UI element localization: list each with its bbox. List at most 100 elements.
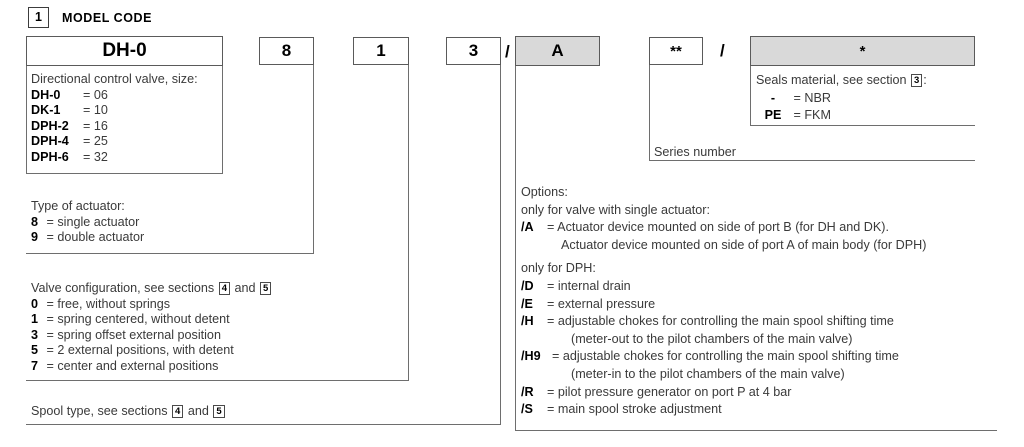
valve-size-key-2: DPH-2: [31, 118, 69, 133]
seals-val-0: NBR: [804, 90, 831, 105]
options-sep-e: =: [547, 296, 555, 311]
seals-sep-0: =: [793, 90, 801, 105]
valve-config-val-2: spring offset external position: [57, 327, 221, 342]
options-key-a: /A: [521, 220, 534, 235]
spool-type-title: Spool type, see sections 4 and 5: [31, 404, 226, 420]
underline-valve-config: [26, 380, 409, 381]
options-item: /E = external pressure: [521, 296, 926, 314]
valve-size-key-3: DPH-4: [31, 134, 69, 149]
model-box-1[interactable]: 1: [353, 37, 409, 65]
seals-title: Seals material, see section 3:: [756, 72, 927, 90]
options-title: Options:: [521, 185, 568, 199]
underline-seals: [750, 125, 975, 126]
valve-size-val-0: 06: [93, 87, 108, 102]
valve-config-title-mid: and: [234, 281, 256, 295]
valve-config-key-3: 5: [31, 343, 39, 358]
options-val-d: internal drain: [557, 278, 631, 293]
leader-line-8: [313, 65, 314, 253]
valve-size-val-1: 10: [93, 103, 108, 118]
model-box-3[interactable]: 3: [446, 37, 501, 65]
options-val-r: pilot pressure generator on port P at 4 …: [557, 384, 792, 399]
options-item: /H= adjustable chokes for controlling th…: [521, 313, 926, 331]
valve-size-val-4: 32: [93, 149, 108, 164]
valve-config-val-0: free, without springs: [57, 296, 171, 311]
block-seals: Seals material, see section 3: - = NBR P…: [756, 72, 927, 125]
options-val-a2: Actuator device mounted on side of port …: [561, 237, 927, 252]
seals-sep-1: =: [793, 108, 801, 122]
valve-size-title: Directional control valve, size:: [31, 72, 198, 86]
valve-config-val-3: 2 external positions, with detent: [57, 343, 234, 358]
options-item: /R= pilot pressure generator on port P a…: [521, 384, 926, 402]
valve-config-val-1: spring centered, without detent: [57, 312, 230, 327]
block-valve-size: Directional control valve, size: DH-0= 0…: [31, 72, 198, 166]
options-sep-d: =: [547, 278, 555, 293]
valve-size-sep-3: =: [83, 134, 91, 149]
section-ref-4-icon: 4: [172, 405, 184, 418]
valve-size-item: DH-0= 06: [31, 88, 198, 104]
valve-size-item: DPH-2= 16: [31, 119, 198, 135]
options-val-e: external pressure: [557, 296, 656, 311]
options-sep-s: =: [547, 402, 555, 417]
actuator-key-0: 8: [31, 214, 39, 229]
seals-title-pre: Seals material, see section: [756, 73, 907, 87]
block-options: Options: only for valve with single actu…: [521, 184, 926, 419]
options-item: /S = main spool stroke adjustment: [521, 401, 926, 419]
options-item-cont: Actuator device mounted on side of port …: [521, 237, 926, 255]
seals-item: - = NBR: [756, 90, 927, 108]
section-header: 1 MODEL CODE: [28, 7, 152, 28]
options-key-s: /S: [521, 402, 533, 417]
valve-size-item: DPH-4 = 25: [31, 134, 198, 150]
block-series-number: Series number: [654, 145, 736, 161]
options-val-h: adjustable chokes for controlling the ma…: [557, 314, 894, 329]
model-box-a-label: A: [551, 41, 564, 60]
options-item-cont: (meter-in to the pilot chambers of the m…: [521, 366, 926, 384]
seals-key-0: -: [770, 90, 776, 105]
model-box-series-label: **: [670, 42, 682, 60]
section-ref-5-icon: 5: [213, 405, 225, 418]
options-val-a: Actuator device mounted on side of port …: [557, 220, 889, 235]
block-actuator: Type of actuator: 8 = single actuator 9 …: [31, 199, 144, 246]
seals-title-post: :: [923, 73, 927, 87]
model-box-a[interactable]: A: [515, 36, 600, 66]
block-spool-type: Spool type, see sections 4 and 5: [31, 404, 226, 420]
leader-line-dh0-right: [222, 66, 223, 173]
valve-config-sep-4: =: [46, 358, 54, 373]
model-box-seals-label: *: [859, 42, 866, 60]
leader-line-1: [408, 65, 409, 380]
options-val-h92: (meter-in to the pilot chambers of the m…: [571, 366, 845, 381]
section-ref-4-icon: 4: [218, 282, 230, 295]
actuator-sep-1: =: [46, 230, 54, 245]
section-ref-3-icon: 3: [911, 74, 923, 87]
options-sub-2: only for DPH:: [521, 261, 596, 276]
valve-config-key-1: 1: [31, 312, 39, 327]
block-valve-config: Valve configuration, see sections 4 and …: [31, 281, 272, 375]
valve-config-item: 7 = center and external positions: [31, 359, 272, 375]
model-box-dh0[interactable]: DH-0: [26, 36, 223, 66]
options-val-h2: (meter-out to the pilot chambers of the …: [571, 331, 853, 346]
options-key-d: /D: [521, 278, 534, 293]
options-sub-1: only for valve with single actuator:: [521, 202, 710, 217]
valve-config-val-4: center and external positions: [57, 358, 219, 373]
valve-config-item: 3 = spring offset external position: [31, 328, 272, 344]
model-box-1-label: 1: [376, 41, 386, 60]
underline-series: [649, 160, 975, 161]
valve-config-item: 0 = free, without springs: [31, 297, 272, 313]
leader-line-series: [649, 65, 650, 160]
options-val-s: main spool stroke adjustment: [557, 402, 722, 417]
section-ref-5-icon: 5: [260, 282, 272, 295]
valve-size-key-4: DPH-6: [31, 149, 69, 164]
actuator-val-0: single actuator: [57, 214, 140, 229]
model-box-series[interactable]: **: [649, 37, 703, 65]
page-title: MODEL CODE: [62, 10, 152, 25]
series-number-title: Series number: [654, 145, 736, 159]
options-item-cont: (meter-out to the pilot chambers of the …: [521, 331, 926, 349]
options-key-e: /E: [521, 296, 533, 311]
valve-config-item: 5 = 2 external positions, with detent: [31, 343, 272, 359]
model-box-seals[interactable]: *: [750, 36, 975, 66]
valve-size-val-3: 25: [93, 134, 108, 149]
model-box-8[interactable]: 8: [259, 37, 314, 65]
model-box-3-label: 3: [468, 41, 479, 60]
options-item: /H9= adjustable chokes for controlling t…: [521, 348, 926, 366]
valve-config-sep-3: =: [46, 343, 54, 358]
underline-valve-size: [26, 173, 223, 174]
